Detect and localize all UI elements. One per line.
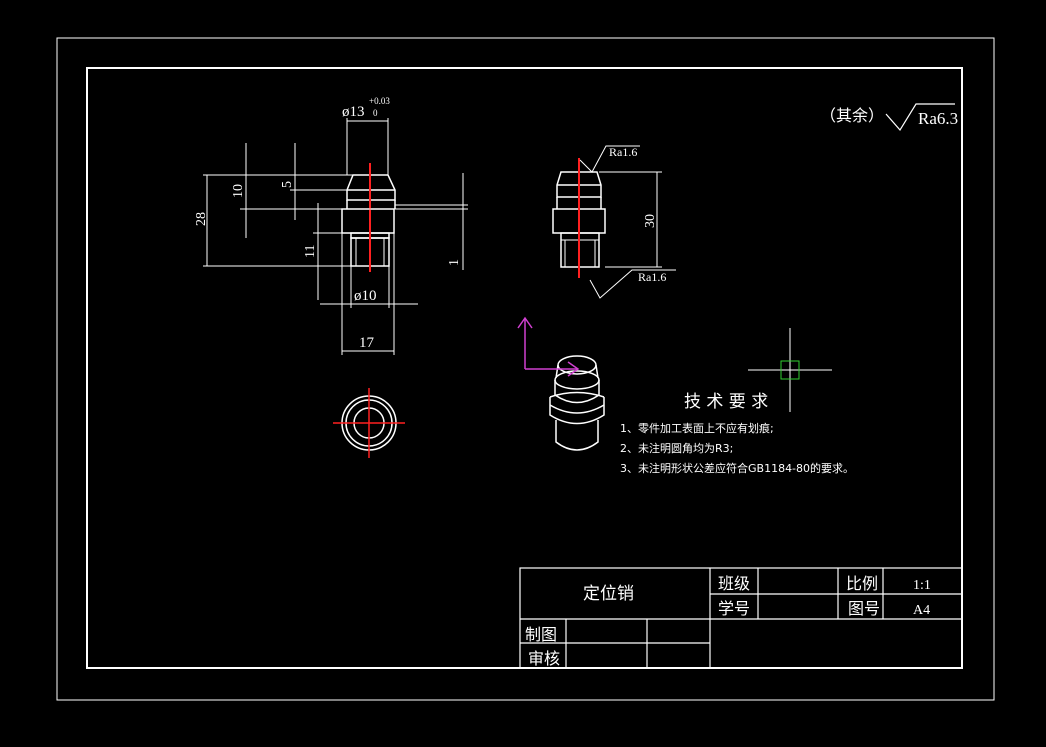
isometric-view [549,355,605,451]
roughness-top: Ra1.6 [609,145,637,159]
roughness-other-value: Ra6.3 [918,109,958,128]
side-dimension-lines [579,145,676,299]
tech-requirements-title: 技 术 要 求 [684,392,768,412]
scale-label-text: 比例 [846,574,878,593]
dim-28: 28 [194,212,209,226]
outer-frame [56,37,995,701]
checked-by-label: 审核 [528,649,560,668]
dim-dia13-upper: +0.03 [369,96,390,106]
ucs-icon [517,316,580,377]
part-name: 定位销 [583,584,634,604]
student-no-label: 学号 [718,599,750,618]
tech-requirement-2: 2、未注明圆角均为R3; [620,441,733,455]
drawn-by-label: 制图 [525,625,557,644]
dim-dia13-lower: 0 [373,108,378,118]
dim-dia13: ø13 [342,104,365,120]
front-view [341,174,396,267]
title-block [519,567,963,669]
cursor-pickbox [780,360,800,380]
dim-1: 1 [447,259,462,266]
drawing-no-label: 图号 [848,599,880,618]
dim-30: 30 [643,214,658,228]
dim-11: 11 [303,245,318,258]
tech-requirement-3: 3、未注明形状公差应符合GB1184-80的要求。 [620,461,854,475]
roughness-bottom: Ra1.6 [638,270,666,284]
class-label: 班级 [718,574,750,593]
dim-10: 10 [231,184,246,198]
drawing-no-value: A4 [913,603,930,618]
cursor-crosshair-icon [748,328,832,412]
tech-requirement-1: 1、零件加工表面上不应有划痕; [620,421,774,435]
roughness-other-label: （其余） [820,106,884,125]
scale-label: 比例 [846,574,878,593]
roughness-symbol [885,103,955,132]
front-dimension-lines [203,118,468,355]
dim-5: 5 [280,181,295,188]
scale-value: 1:1 [913,578,931,593]
top-view-centerlines [333,388,405,458]
dim-dia10: ø10 [354,288,377,304]
dim-17: 17 [359,335,375,351]
